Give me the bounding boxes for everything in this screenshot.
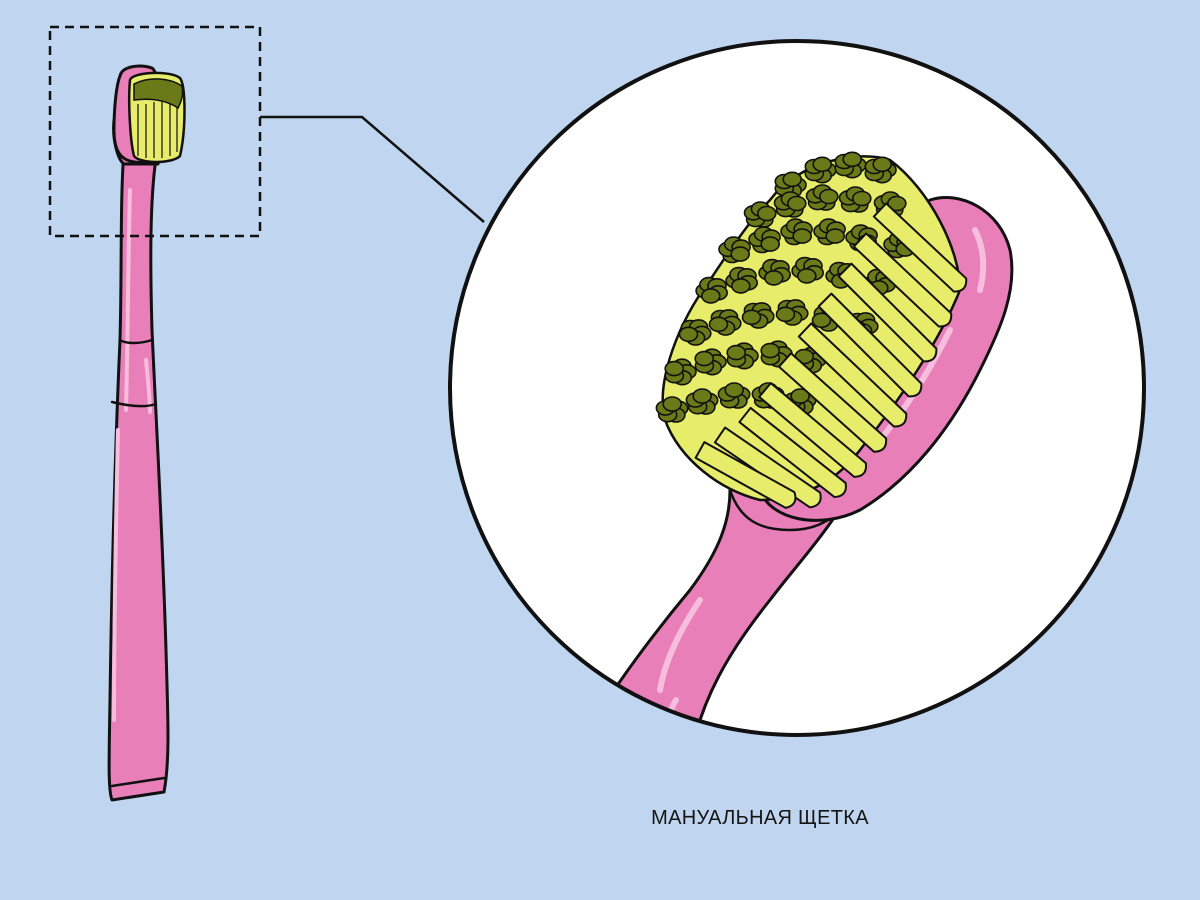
bristle-tuft	[864, 156, 897, 184]
bristle-strand	[852, 232, 953, 328]
bristle-tuft	[780, 218, 813, 246]
bristle-tuft	[741, 302, 775, 329]
bristle-tuft	[655, 396, 689, 423]
toothbrush-bristles	[127, 71, 186, 164]
bristle-tuft	[678, 319, 712, 346]
bristle-tuft	[743, 201, 777, 228]
bristle-strand	[758, 382, 868, 478]
bristle-tuft	[804, 156, 837, 184]
bristle-tuft	[726, 342, 759, 370]
zoom-bristles	[655, 151, 968, 509]
zoom-connector-line	[260, 115, 485, 223]
bristle-tuft	[725, 266, 759, 294]
bristle-strand	[738, 406, 847, 499]
bristle-strand	[694, 441, 797, 509]
bristle-tuft	[775, 299, 809, 326]
toothbrush-icon	[107, 64, 186, 802]
bristle-tuft	[791, 256, 825, 284]
bristle-tuft	[813, 218, 846, 246]
bristle-strand	[713, 426, 822, 509]
bristle-strand	[872, 202, 968, 293]
bristle-tuft	[685, 388, 719, 415]
bristle-tuft	[718, 236, 751, 264]
bristle-strand	[797, 322, 908, 428]
bristle-strand	[837, 262, 938, 363]
toothbrush-head-icon	[558, 151, 1014, 735]
bristle-tuft	[708, 309, 742, 336]
bristle-tuft	[773, 191, 807, 218]
bristle-tuft	[758, 258, 792, 286]
dashed-frame-icon	[48, 25, 262, 238]
bristle-tuft	[695, 276, 729, 304]
bristle-strand	[777, 352, 888, 453]
bristle-tuft	[717, 382, 751, 409]
bristle-tuft	[748, 226, 781, 254]
bristle-tuft	[664, 358, 697, 386]
bristle-tuft	[838, 186, 872, 213]
bristle-tuft	[694, 348, 727, 376]
magnifier-circle-icon	[448, 39, 1146, 737]
bristle-tuft	[834, 151, 867, 179]
bristle-strand	[817, 292, 923, 398]
caption-label: МАНУАЛЬНАЯ ЩЕТКА	[651, 807, 869, 829]
bristle-tuft	[805, 184, 839, 211]
